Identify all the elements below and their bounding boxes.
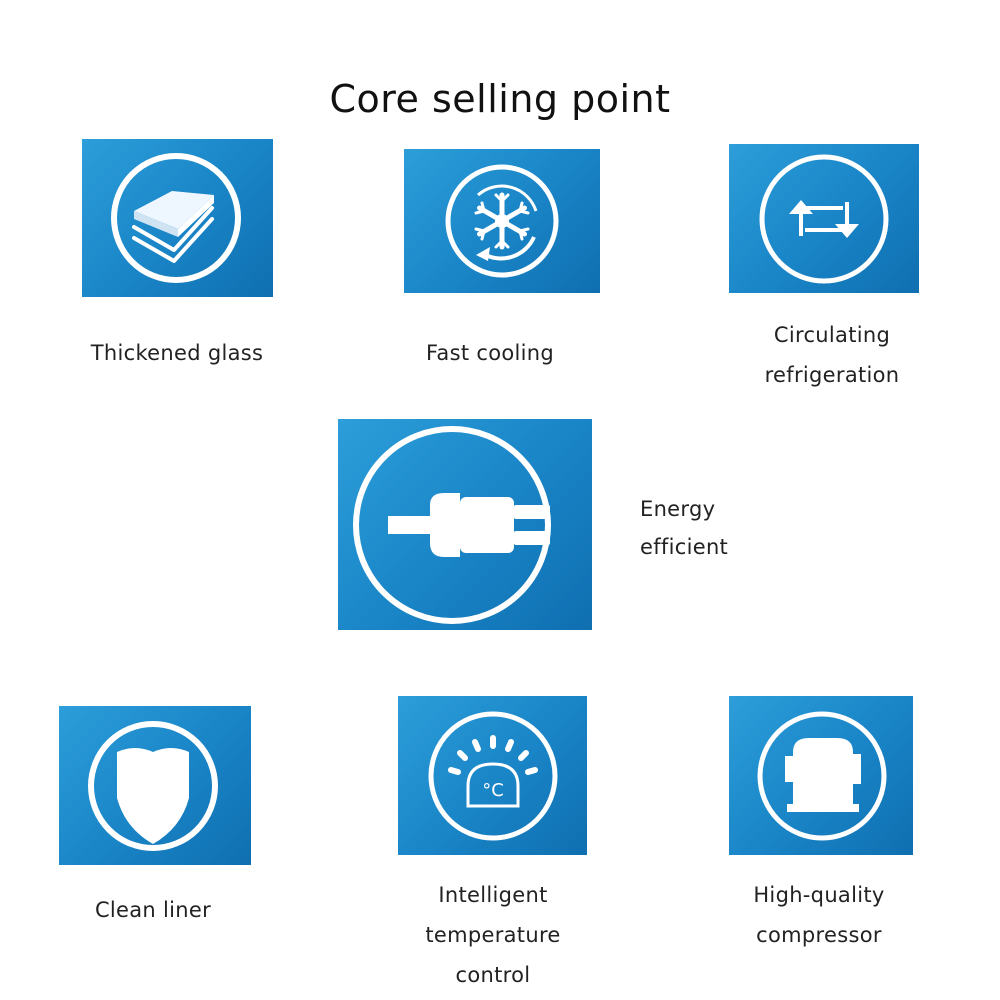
glass-layers-icon bbox=[111, 153, 241, 283]
feature-label-clean-liner: Clean liner bbox=[43, 890, 263, 930]
feature-tile-clean-liner bbox=[59, 706, 251, 865]
feature-label-line: refrigeration bbox=[764, 363, 900, 387]
feature-label-line: Clean liner bbox=[94, 898, 212, 922]
feature-label-thickened-glass: Thickened glass bbox=[62, 333, 292, 373]
plug-icon bbox=[353, 426, 551, 624]
feature-label-line: Intelligent bbox=[438, 883, 548, 907]
circulation-arrows-icon bbox=[759, 154, 889, 284]
feature-label-fast-cooling: Fast cooling bbox=[380, 333, 600, 373]
feature-tile-thickened-glass bbox=[82, 139, 273, 297]
feature-label-line: compressor bbox=[756, 923, 882, 947]
feature-tile-high-quality-compressor bbox=[729, 696, 913, 855]
compressor-icon bbox=[757, 711, 887, 841]
page-title: Core selling point bbox=[329, 77, 671, 122]
feature-label-line: Fast cooling bbox=[425, 341, 555, 365]
feature-tile-fast-cooling bbox=[404, 149, 600, 293]
feature-label-circulating-refrigeration: Circulating refrigeration bbox=[722, 315, 942, 395]
feature-label-high-quality-compressor: High-quality compressor bbox=[709, 875, 929, 955]
feature-label-energy-efficient: Energy efficient bbox=[640, 490, 840, 566]
feature-tile-energy-efficient bbox=[338, 419, 592, 630]
feature-label-line: Circulating bbox=[773, 323, 891, 347]
feature-label-line: control bbox=[455, 963, 531, 987]
snowflake-icon bbox=[445, 164, 559, 278]
feature-label-line: Thickened glass bbox=[90, 341, 264, 365]
thermostat-icon: °C bbox=[428, 711, 558, 841]
feature-label-line: temperature bbox=[425, 923, 561, 947]
feature-label-intelligent-temperature-control: Intelligent temperature control bbox=[383, 875, 603, 995]
feature-tile-circulating-refrigeration bbox=[729, 144, 919, 293]
feature-label-line: Energy bbox=[640, 497, 716, 521]
feature-label-line: efficient bbox=[640, 535, 729, 559]
feature-label-line: High-quality bbox=[753, 883, 885, 907]
shield-icon bbox=[88, 721, 218, 851]
feature-tile-intelligent-temperature-control: °C bbox=[398, 696, 587, 855]
svg-text:°C: °C bbox=[482, 780, 504, 801]
